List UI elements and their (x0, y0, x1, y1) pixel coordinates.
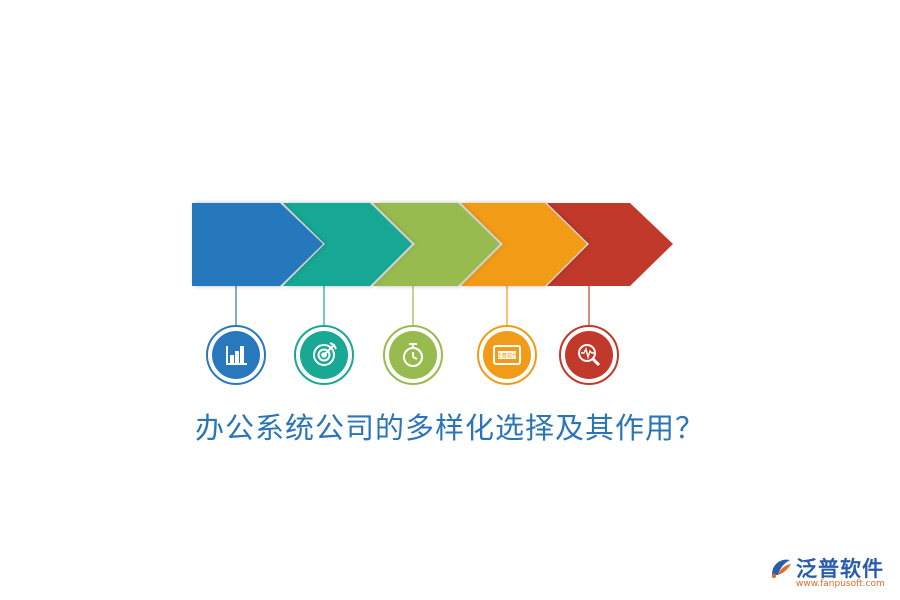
logo-name: 泛普软件 (796, 557, 884, 581)
step-icon-4: 泛普软件 (477, 325, 537, 385)
logo-mark-icon (771, 559, 791, 579)
target-icon (313, 342, 337, 366)
software-screen-icon: 泛普软件 (493, 345, 521, 365)
chevron-step-3 (373, 203, 500, 286)
chevron-step-5 (547, 203, 673, 286)
logo-url: www.fanpusoft.com (796, 579, 885, 589)
step-icon-1 (206, 325, 266, 385)
connector-lines (235, 285, 590, 326)
page-title: 办公系统公司的多样化选择及其作用？ (194, 411, 705, 445)
bar-chart-icon (226, 346, 247, 365)
icon-badge-text: 泛普软件 (496, 352, 519, 360)
chevron-step-2 (283, 203, 412, 286)
stopwatch-icon (403, 343, 423, 367)
step-icons: 泛普软件 (206, 325, 619, 385)
chevron-step-1 (192, 203, 323, 286)
chevron-step-4 (461, 203, 587, 286)
step-icon-5 (559, 325, 619, 385)
step-icon-3 (383, 325, 443, 385)
brand-logo: 泛普软件 www.fanpusoft.com (768, 553, 893, 593)
chevron-arrows (192, 203, 673, 286)
magnifier-pulse-icon (578, 344, 601, 367)
step-icon-2 (294, 325, 354, 385)
